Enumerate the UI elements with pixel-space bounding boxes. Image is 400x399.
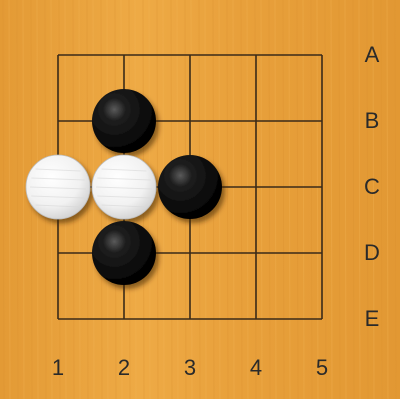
row-label-b: B: [365, 108, 380, 133]
row-label-e: E: [365, 306, 380, 331]
row-label-a: A: [365, 42, 380, 67]
black-stone-b2[interactable]: [92, 89, 156, 153]
column-label-4: 4: [250, 355, 262, 380]
column-label-2: 2: [118, 355, 130, 380]
column-label-3: 3: [184, 355, 196, 380]
black-stone-c3[interactable]: [158, 155, 222, 219]
column-label-5: 5: [316, 355, 328, 380]
black-stone-d2[interactable]: [92, 221, 156, 285]
column-label-1: 1: [52, 355, 64, 380]
row-label-d: D: [364, 240, 380, 265]
row-label-c: C: [364, 174, 380, 199]
